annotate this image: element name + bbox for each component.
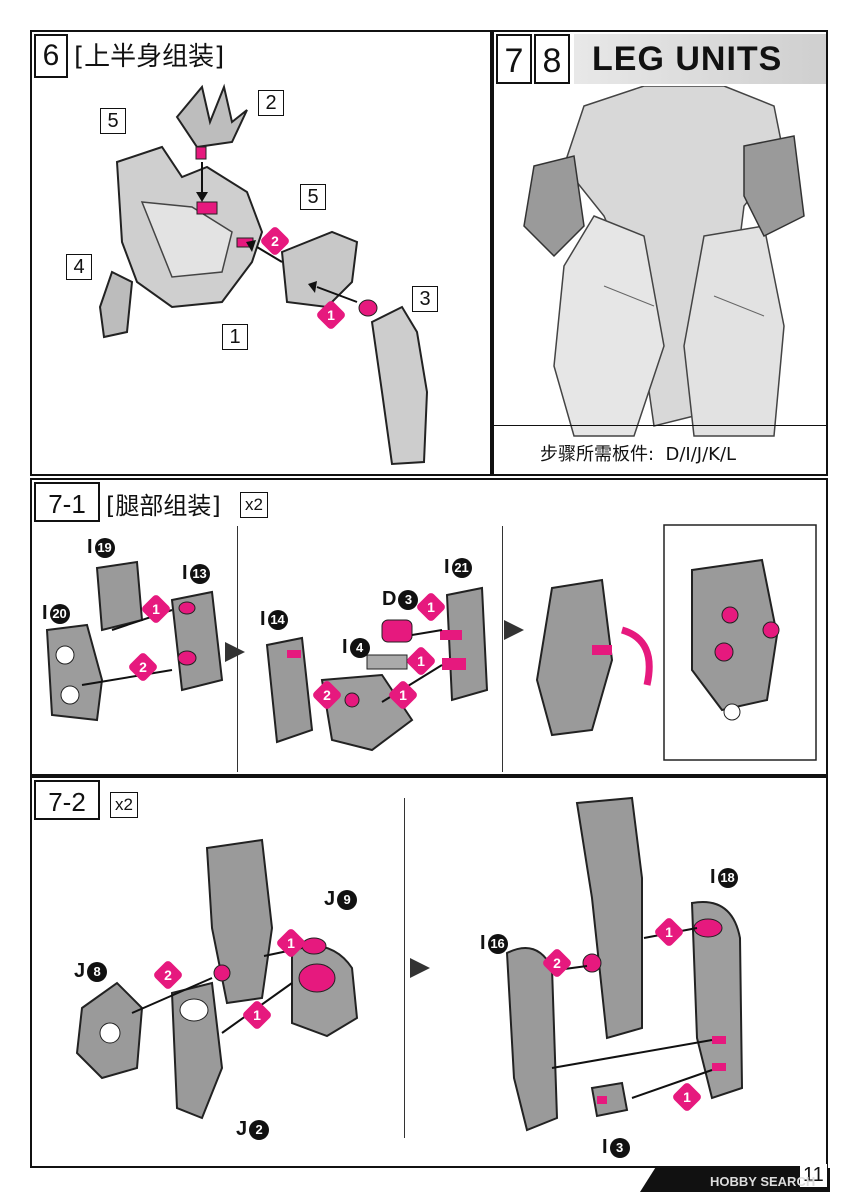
page-number: 11 <box>800 1164 827 1187</box>
step71-title: [腿部组装] <box>106 492 221 520</box>
step6-panel: 6 [上半身组装] 2 5 5 4 3 1 2 1 <box>30 30 492 476</box>
callout-right-arm: 3 <box>412 286 438 312</box>
step71-dot-6: 1 <box>387 679 419 711</box>
torso-illustration <box>98 83 429 466</box>
leg-units-title: LEG UNITS <box>592 40 783 78</box>
step71-dot-4: 1 <box>405 645 437 677</box>
step72-number: 7-2 <box>34 780 100 820</box>
divider-c <box>404 798 405 1138</box>
footer-bar <box>640 1168 830 1192</box>
step78-panel: 7 8 LEG UNITS 步骤所需板件: D/I/J/K/L <box>492 30 828 476</box>
callout-chest: 5 <box>100 108 126 134</box>
step72-illustration <box>75 796 744 1132</box>
step72-dot-6: 1 <box>671 1081 703 1113</box>
step71-dot-1: 1 <box>140 593 172 625</box>
step6-title: [上半身组装] <box>74 42 225 72</box>
step71-number: 7-1 <box>34 482 100 522</box>
callout-shoulder: 5 <box>300 184 326 210</box>
step72-x2-badge: x2 <box>110 792 138 818</box>
legs-illustration <box>523 86 805 437</box>
parts-needed-text: 步骤所需板件: D/I/J/K/L <box>540 444 737 465</box>
divider-line <box>494 425 826 426</box>
step8-number: 8 <box>534 34 570 84</box>
step72-dot-3: 1 <box>241 999 273 1031</box>
callout-left-arm: 4 <box>66 254 92 280</box>
step71-dot-5: 2 <box>311 679 343 711</box>
step-dot-2: 2 <box>259 225 291 257</box>
step71-panel: 7-1 [腿部组装] x2 <box>30 478 828 776</box>
step6-number: 6 <box>34 34 68 78</box>
step72-dot-1: 1 <box>275 927 307 959</box>
step71-dot-3: 1 <box>415 591 447 623</box>
callout-body: 1 <box>222 324 248 350</box>
step72-dot-4: 1 <box>653 916 685 948</box>
leg-units-banner: LEG UNITS <box>574 34 826 84</box>
watermark: HOBBY SEARCH <box>710 1174 816 1189</box>
step71-illustration <box>45 524 817 761</box>
step72-dot-5: 2 <box>541 947 573 979</box>
step-dot-1: 1 <box>315 299 347 331</box>
step7-number: 7 <box>496 34 532 84</box>
divider-b <box>502 526 503 772</box>
step71-x2-badge: x2 <box>240 492 268 518</box>
callout-head: 2 <box>258 90 284 116</box>
step72-dot-2: 2 <box>152 959 184 991</box>
step71-dot-2: 2 <box>127 651 159 683</box>
step72-panel: 7-2 x2 <box>30 776 828 1168</box>
